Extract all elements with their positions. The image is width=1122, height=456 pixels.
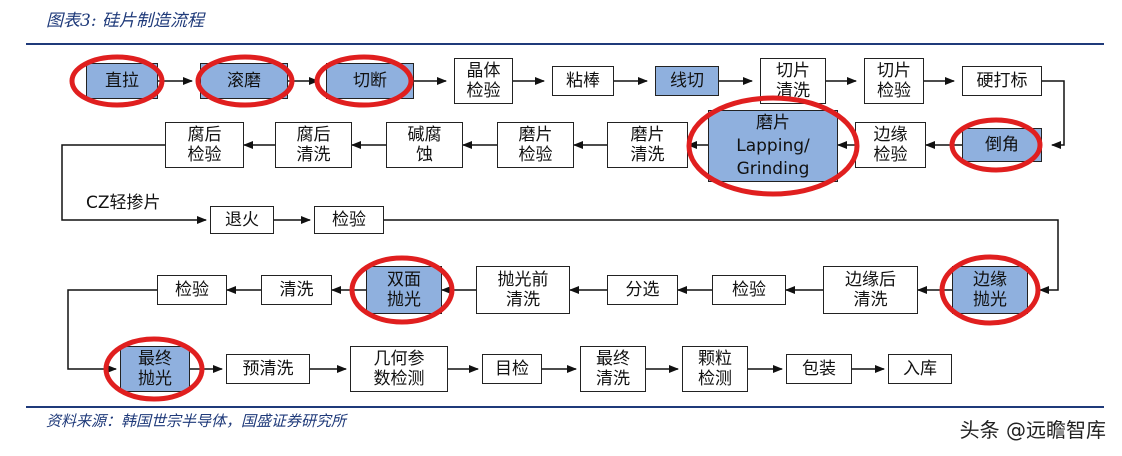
step-hard-laser-marking: 硬打标 [962,66,1042,96]
step-post-etch-inspection: 腐后 检验 [165,122,244,168]
step-edge-polishing: 边缘 抛光 [952,266,1028,314]
step-inspection-after-anneal: 检验 [314,206,384,234]
step-edge-inspection: 边缘 检验 [855,122,926,168]
step-visual-inspection: 目检 [482,354,542,384]
arrow-9-10 [1042,80,1065,149]
step-final-polishing: 最终 抛光 [120,346,190,392]
step-annealing: 退火 [210,206,274,234]
top-rule [26,43,1104,45]
step-final-cleaning: 最终 清洗 [580,346,646,392]
step-cleaning: 清洗 [261,275,332,305]
step-barrel-grinding: 滚磨 [200,63,288,99]
figure-title: 图表3: 硅片制造流程 [46,11,204,31]
step-alkaline-etching: 碱腐 蚀 [386,122,463,168]
step-inspection-after-polish: 检验 [157,275,227,305]
step-double-side-polishing: 双面 抛光 [366,266,442,314]
step-post-edge-cleaning: 边缘后 清洗 [823,266,918,314]
step-lapped-wafer-inspection: 磨片 检验 [497,122,574,168]
arrow-19-20 [384,219,1059,294]
arrow-27-28 [67,289,157,373]
source-note: 资料来源：韩国世宗半导体，国盛证券研究所 [46,412,347,430]
step-pre-polish-cleaning: 抛光前 清洗 [476,266,570,314]
step-particle-inspection: 颗粒 检测 [682,346,748,392]
step-sliced-wafer-cleaning: 切片 清洗 [760,58,826,104]
step-crystal-inspection: 晶体 检验 [454,58,513,104]
bottom-rule [26,406,1104,408]
step-warehousing: 入库 [888,354,952,384]
step-edge-chamfering: 倒角 [962,128,1042,162]
step-pre-cleaning: 预清洗 [226,354,310,384]
step-czochralski-pulling: 直拉 [86,63,158,99]
cz-lightly-doped-note: CZ轻掺片 [86,193,161,213]
step-inspection-mid: 检验 [712,275,786,305]
step-cropping: 切断 [326,63,414,99]
step-sorting: 分选 [607,275,678,305]
step-post-etch-cleaning: 腐后 清洗 [275,122,352,168]
step-wire-sawing: 线切 [655,66,719,96]
step-packaging: 包装 [786,354,852,384]
step-sliced-wafer-inspection: 切片 检验 [864,58,924,104]
arrow-17-18 [61,144,207,224]
step-lapping-grinding: 磨片 Lapping/ Grinding [708,110,838,182]
step-ingot-mounting: 粘棒 [552,66,614,96]
watermark: 头条 @远瞻智库 [959,418,1106,442]
step-lapped-wafer-cleaning: 磨片 清洗 [607,122,688,168]
step-geometry-measurement: 几何参 数检测 [350,346,448,392]
